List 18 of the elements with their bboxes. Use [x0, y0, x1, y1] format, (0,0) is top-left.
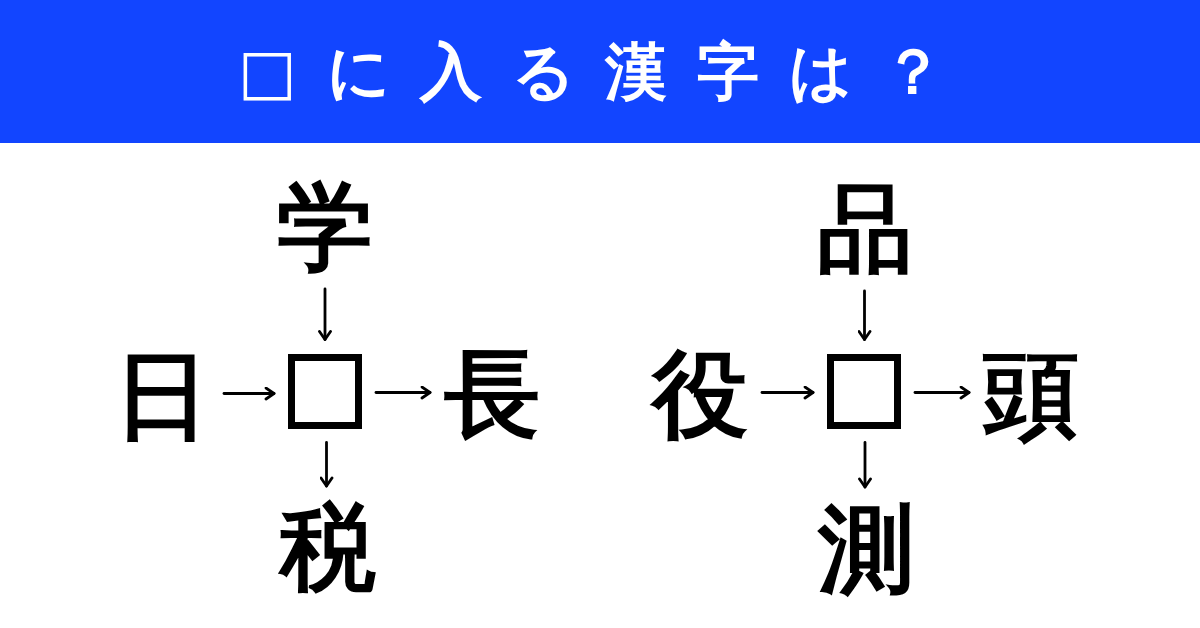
arrow — [319, 441, 334, 488]
title: □に入る漢字は？ — [238, 41, 944, 103]
kanji-character: 日 — [114, 348, 210, 444]
answer-box — [288, 353, 362, 429]
arrow — [374, 385, 432, 400]
kanji-character: 品 — [817, 181, 913, 277]
arrow — [857, 289, 872, 341]
kanji-character: 測 — [818, 501, 914, 597]
arrow — [760, 385, 815, 400]
kanji-character: 長 — [444, 346, 540, 442]
kanji-character: 税 — [280, 500, 376, 596]
arrow — [222, 386, 276, 401]
arrow — [858, 441, 872, 489]
arrow — [913, 385, 971, 400]
arrow — [318, 287, 332, 341]
answer-box — [827, 353, 901, 429]
kanji-character: 役 — [652, 346, 748, 442]
kanji-character: 学 — [277, 179, 373, 275]
